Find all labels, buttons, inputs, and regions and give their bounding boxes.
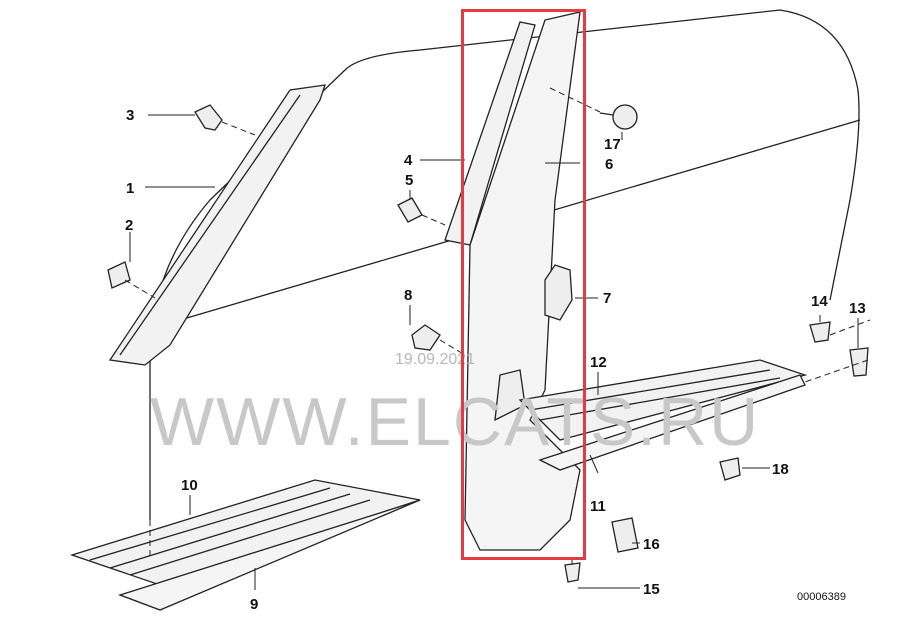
callout-5[interactable]: 5 (405, 172, 414, 189)
callout-7[interactable]: 7 (603, 290, 612, 307)
callout-13[interactable]: 13 (849, 300, 866, 317)
callout-9[interactable]: 9 (250, 596, 259, 613)
clip-13 (849, 347, 869, 377)
callout-3[interactable]: 3 (126, 107, 135, 124)
sill-12 (518, 359, 808, 441)
callout-14[interactable]: 14 (811, 293, 828, 310)
callout-4[interactable]: 4 (404, 152, 413, 169)
clip-5 (397, 197, 423, 223)
clip-14 (809, 321, 831, 343)
diagram-reference-number: 00006389 (797, 591, 846, 603)
clip-18 (719, 457, 741, 481)
highlight-box (461, 9, 586, 560)
sill-11 (538, 374, 806, 471)
part-7 (544, 264, 573, 321)
callout-17[interactable]: 17 (604, 136, 621, 153)
callout-6[interactable]: 6 (605, 156, 614, 173)
callout-11[interactable]: 11 (590, 498, 606, 515)
button-17 (612, 104, 638, 130)
body-outline (149, 9, 860, 520)
callout-1[interactable]: 1 (126, 180, 135, 197)
callout-18[interactable]: 18 (772, 461, 789, 478)
a-pillar-trim (108, 84, 326, 366)
clip-2 (107, 261, 131, 289)
callout-2[interactable]: 2 (125, 217, 134, 234)
callout-15[interactable]: 15 (643, 581, 660, 598)
watermark-date: 19.09.2021 (395, 351, 476, 368)
clip-15 (564, 562, 581, 583)
callout-8[interactable]: 8 (404, 287, 413, 304)
b-pillar-trim (464, 11, 581, 551)
callout-10[interactable]: 10 (181, 477, 198, 494)
clip-8 (411, 324, 441, 351)
sill-9 (118, 499, 421, 611)
callout-16[interactable]: 16 (643, 536, 660, 553)
clip-16 (611, 517, 639, 553)
watermark: WWW.ELCATS.RU (150, 384, 761, 460)
callout-12[interactable]: 12 (590, 354, 607, 371)
clip-3 (194, 104, 223, 131)
